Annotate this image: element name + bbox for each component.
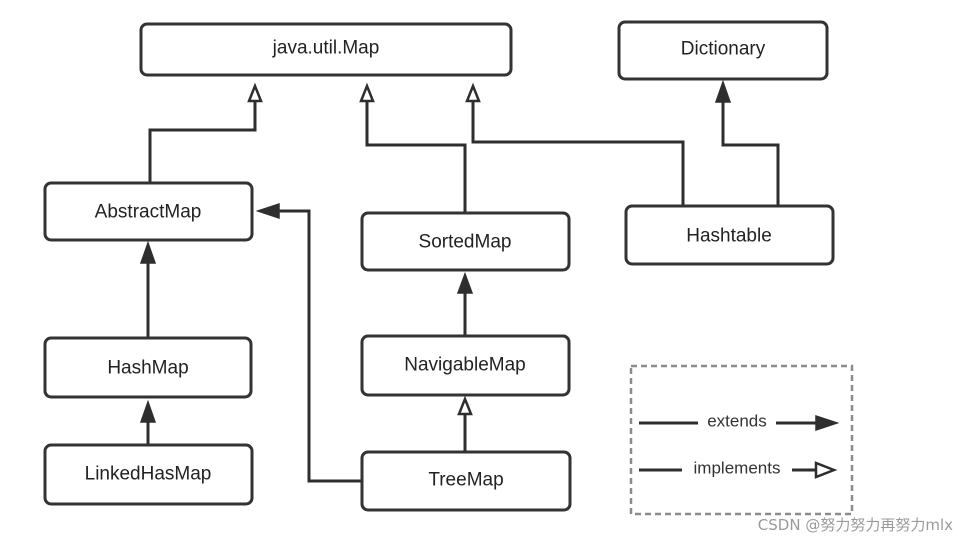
node-label: SortedMap xyxy=(419,232,512,253)
node-hashmap: HashMap xyxy=(43,336,253,399)
node-label: AbstractMap xyxy=(95,202,202,223)
node-java-util-map: java.util.Map xyxy=(139,22,513,77)
legend-implements: implements xyxy=(639,459,838,479)
legend-extends-label: extends xyxy=(707,412,767,431)
node-label: Dictionary xyxy=(681,39,766,60)
edge-linkedhasmap-extends-hashmap xyxy=(139,399,157,445)
open-arrowhead-icon xyxy=(814,461,838,479)
filled-arrowhead-icon xyxy=(139,399,157,423)
legend-implements-label: implements xyxy=(694,459,781,478)
edge-hashtable-extends-dictionary xyxy=(714,79,780,206)
filled-arrowhead-icon xyxy=(255,202,280,220)
legend-extends: extends xyxy=(639,412,840,432)
filled-arrowhead-icon xyxy=(456,271,474,294)
edge-hashmap-extends-abstractmap xyxy=(139,240,157,338)
edge-navigablemap-extends-sortedmap xyxy=(456,271,474,336)
legend: extends implements xyxy=(629,364,854,516)
node-linkedhasmap: LinkedHasMap xyxy=(43,443,254,506)
node-dictionary: Dictionary xyxy=(617,20,829,81)
node-label: java.util.Map xyxy=(272,38,380,59)
edge-abstractmap-implements-map xyxy=(148,82,263,183)
node-label: Hashtable xyxy=(686,226,772,247)
node-hashtable: Hashtable xyxy=(624,204,835,266)
node-sortedmap: SortedMap xyxy=(360,211,571,272)
filled-arrowhead-icon xyxy=(815,414,840,432)
node-label: HashMap xyxy=(107,358,188,379)
node-navigablemap: NavigableMap xyxy=(360,334,571,397)
legend-frame xyxy=(629,364,854,516)
edge-treemap-extends-abstractmap xyxy=(255,202,362,483)
open-arrowhead-icon xyxy=(247,82,263,103)
node-label: LinkedHasMap xyxy=(85,464,212,485)
node-label: TreeMap xyxy=(428,470,503,491)
edge-sortedmap-implements-map xyxy=(359,82,467,213)
open-arrowhead-icon xyxy=(359,82,375,103)
open-arrowhead-icon xyxy=(457,395,473,416)
edge-treemap-implements-navigablemap xyxy=(457,395,473,452)
node-label: NavigableMap xyxy=(404,355,525,376)
edge-hashtable-implements-map xyxy=(465,82,685,206)
node-treemap: TreeMap xyxy=(360,450,572,512)
watermark-text: CSDN @努力努力再努力mlx xyxy=(757,516,953,534)
filled-arrowhead-icon xyxy=(714,79,732,103)
node-abstractmap: AbstractMap xyxy=(43,181,254,242)
filled-arrowhead-icon xyxy=(139,240,157,264)
open-arrowhead-icon xyxy=(465,82,481,103)
